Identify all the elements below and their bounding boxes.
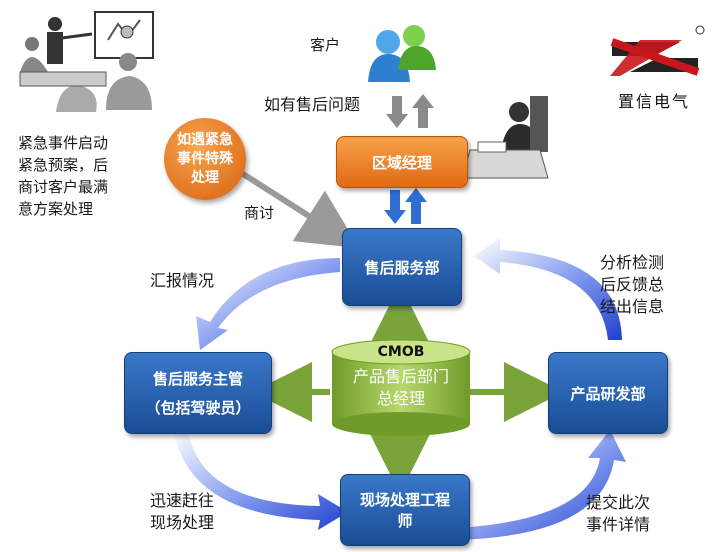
emergency-line-4: 意方案处理 xyxy=(18,200,94,218)
analyze-feedback-text: 分析检测 后反馈总 结出信息 xyxy=(600,252,664,318)
center-green-arrows xyxy=(252,284,564,494)
emergency-line-2: 紧急预案，后 xyxy=(18,156,109,174)
center-title: CMOB xyxy=(377,344,425,360)
circle-line-2: 事件特殊 xyxy=(177,150,233,167)
rush-line-1: 迅速赶往 xyxy=(150,491,215,510)
emergency-line-3: 商讨客户最满 xyxy=(18,178,109,196)
field-engineer-node: 现场处理工程 师 xyxy=(340,474,470,546)
rnd-department-node: 产品研发部 xyxy=(548,352,668,434)
aftersales-supervisor-node: 售后服务主管 （包括驾驶员） xyxy=(124,352,272,434)
center-line-1: 产品售后部门 xyxy=(352,367,449,386)
circle-line-1: 如遇紧急 xyxy=(177,131,233,148)
center-cylinder xyxy=(331,339,471,436)
submit-details-text: 提交此次 事件详情 xyxy=(586,492,650,536)
company-logo-mark xyxy=(610,25,705,76)
company-logo-name: 置信电气 xyxy=(618,92,691,111)
center-line-2: 总经理 xyxy=(376,389,425,408)
regional-aftersales-arrows xyxy=(384,188,427,224)
discuss-arrow xyxy=(238,169,360,249)
emergency-procedure-text: 紧急事件启动 紧急预案，后 商讨客户最满 意方案处理 xyxy=(18,132,108,220)
submit-line-2: 事件详情 xyxy=(586,515,651,534)
center-general-manager: 产品售后部门 总经理 xyxy=(332,366,470,410)
emergency-line-1: 紧急事件启动 xyxy=(18,134,109,152)
meeting-illustration xyxy=(19,11,154,112)
customer-label: 客户 xyxy=(310,36,341,54)
rush-to-site-text: 迅速赶往 现场处理 xyxy=(150,490,214,534)
engineer-line-1: 现场处理工程 xyxy=(359,491,450,509)
customer-exchange-arrows xyxy=(386,94,434,128)
supervisor-line-2: （包括驾驶员） xyxy=(145,399,251,417)
supervisor-line-1: 售后服务主管 xyxy=(152,370,243,388)
customer-people-icon xyxy=(368,25,436,82)
rush-line-2: 现场处理 xyxy=(150,513,215,532)
discuss-label: 商讨 xyxy=(244,204,275,222)
analyze-line-3: 结出信息 xyxy=(600,297,665,316)
engineer-line-2: 师 xyxy=(397,512,413,530)
analyze-line-1: 分析检测 xyxy=(600,253,665,272)
aftersales-department-node: 售后服务部 xyxy=(342,228,462,306)
aftersales-issue-label: 如有售后问题 xyxy=(264,95,361,114)
analyze-line-2: 后反馈总 xyxy=(600,275,665,294)
emergency-special-handling-circle: 如遇紧急 事件特殊 处理 xyxy=(164,118,246,200)
regional-manager-node: 区域经理 xyxy=(336,136,468,188)
circle-line-3: 处理 xyxy=(191,169,219,186)
report-label: 汇报情况 xyxy=(150,271,215,290)
submit-line-1: 提交此次 xyxy=(586,493,651,512)
flow-arc-arrows xyxy=(174,238,626,540)
manager-illustration xyxy=(461,96,549,179)
